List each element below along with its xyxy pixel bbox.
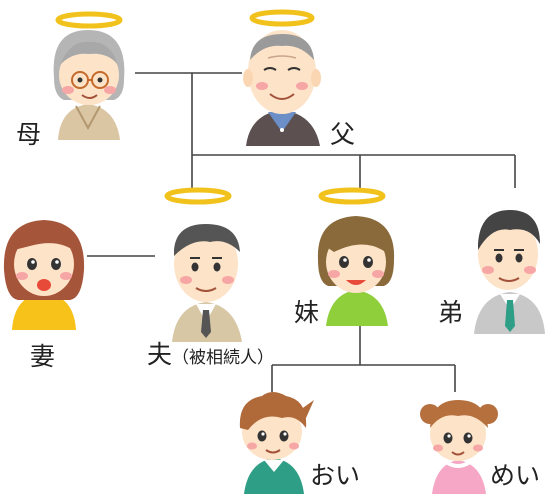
mother-figure — [53, 30, 125, 140]
mother-label: 母 — [16, 120, 42, 149]
husband-note: （被相続人） — [172, 348, 275, 368]
sister-label: 妹 — [294, 298, 320, 327]
nephew-figure — [239, 392, 314, 494]
brother-label: 弟 — [438, 298, 464, 327]
halos — [55, 9, 386, 205]
husband-label: 夫 — [147, 340, 173, 369]
wife-figure — [3, 220, 85, 330]
father-figure — [243, 30, 321, 146]
nephew-label: おい — [310, 461, 361, 490]
husband-label-group: 夫（被相続人） — [147, 342, 274, 367]
father-label: 父 — [330, 120, 356, 149]
brother-figure — [474, 210, 545, 334]
father-halo — [249, 9, 315, 27]
mother-halo — [55, 11, 123, 29]
wife-label: 妻 — [30, 342, 56, 371]
husband-figure — [172, 224, 242, 342]
sister-halo — [318, 187, 386, 205]
sister-figure — [317, 216, 395, 326]
niece-figure — [420, 400, 498, 494]
niece-label: めい — [490, 461, 541, 490]
husband-halo — [164, 187, 232, 205]
connector-lines — [87, 72, 516, 392]
